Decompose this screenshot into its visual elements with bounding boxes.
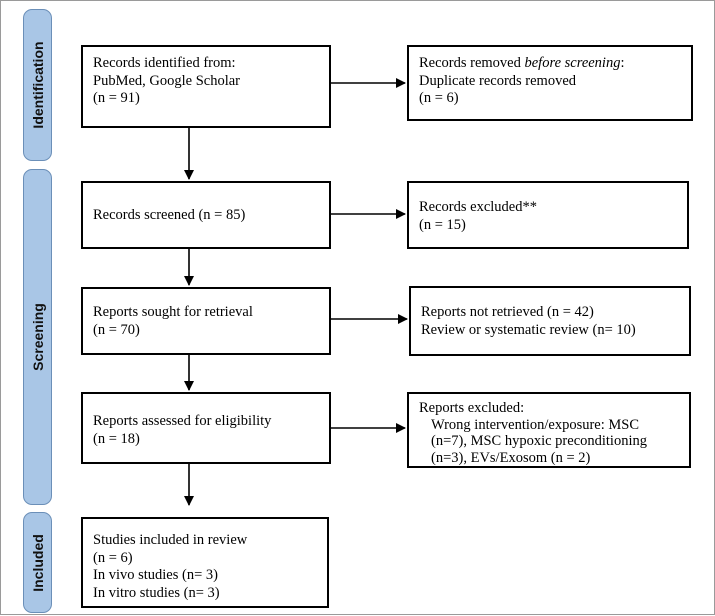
reports-not-retrieved-box: Reports not retrieved (n = 42) Review or… (409, 286, 691, 356)
reports-assessed-box: Reports assessed for eligibility (n = 18… (81, 392, 331, 464)
studies-in-vivo: In vivo studies (n= 3) (93, 567, 218, 583)
records-removed-title: Records removed before screening: (419, 55, 681, 73)
reports-assessed-count: (n = 18) (93, 430, 140, 447)
identification-phase-bar: Identification (23, 9, 52, 161)
records-screened-box: Records screened (n = 85) (81, 181, 331, 249)
review-systematic-review-text: Review or systematic review (n= 10) (421, 321, 636, 338)
studies-included-title: Studies included in review (93, 532, 248, 548)
records-identified-sources: PubMed, Google Scholar (93, 72, 240, 89)
records-removed-box: Records removed before screening: Duplic… (407, 45, 693, 121)
records-excluded-box: Records excluded** (n = 15) (407, 181, 689, 249)
reports-sought-box: Reports sought for retrieval (n = 70) (81, 287, 331, 355)
records-removed-title-prefix: Records removed (419, 55, 525, 71)
reports-excluded-reason-1: Wrong intervention/exposure: MSC (431, 416, 640, 433)
screening-phase-bar: Screening (23, 169, 52, 505)
reports-sought-title: Reports sought for retrieval (93, 304, 253, 320)
reports-sought-count: (n = 70) (93, 321, 140, 338)
reports-excluded-title: Reports excluded: (419, 400, 525, 416)
reports-assessed-title: Reports assessed for eligibility (93, 413, 272, 429)
records-removed-title-italic: before screening (524, 55, 621, 71)
records-identified-box: Records identified from: PubMed, Google … (81, 45, 331, 128)
duplicate-records-label: Duplicate records removed (419, 72, 577, 89)
records-excluded-count: (n = 15) (419, 216, 466, 233)
reports-excluded-box: Reports excluded: Wrong intervention/exp… (407, 392, 691, 468)
studies-in-vitro: In vitro studies (n= 3) (93, 584, 220, 601)
records-excluded-title: Records excluded** (419, 199, 537, 215)
studies-included-box: Studies included in review (n = 6) In vi… (81, 517, 329, 608)
records-identified-title: Records identified from: (93, 55, 236, 71)
records-screened-text: Records screened (n = 85) (93, 207, 246, 223)
reports-not-retrieved-text: Reports not retrieved (n = 42) (421, 304, 594, 320)
reports-excluded-reason-3: (n=3), EVs/Exosom (n = 2) (431, 449, 591, 466)
records-removed-count: (n = 6) (419, 90, 459, 106)
records-removed-title-suffix: : (620, 55, 625, 71)
records-identified-count: (n = 91) (93, 90, 140, 106)
reports-excluded-reason-2: (n=7), MSC hypoxic preconditioning (431, 433, 647, 449)
studies-included-count: (n = 6) (93, 549, 133, 566)
included-phase-bar: Included (23, 512, 52, 613)
